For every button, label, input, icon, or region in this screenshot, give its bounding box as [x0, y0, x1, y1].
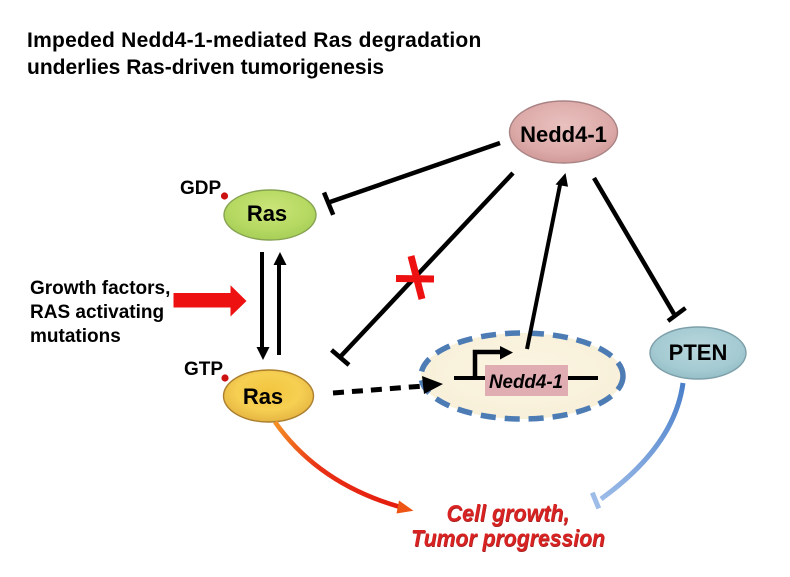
svg-text:Cell growth,: Cell growth,: [447, 500, 570, 526]
svg-text:Cell growth,: Cell growth,: [447, 501, 570, 527]
svg-text:Nedd4-1: Nedd4-1: [489, 372, 563, 393]
svg-text:Growth factors,: Growth factors,: [30, 278, 170, 299]
svg-text:underlies Ras-driven tumorigen: underlies Ras-driven tumorigenesis: [27, 56, 384, 79]
svg-text:Tumor progression: Tumor progression: [411, 525, 605, 551]
svg-text:Tumor progression: Tumor progression: [412, 526, 606, 552]
svg-text:mutations: mutations: [30, 326, 121, 347]
svg-text:GDP: GDP: [180, 178, 222, 199]
svg-text:Ras: Ras: [243, 384, 283, 409]
svg-text:Nedd4-1: Nedd4-1: [520, 122, 607, 147]
svg-text:Impeded Nedd4-1-mediated Ras d: Impeded Nedd4-1-mediated Ras degradation: [27, 29, 482, 52]
svg-text:Ras: Ras: [247, 201, 287, 226]
svg-text:GTP: GTP: [184, 359, 223, 380]
svg-text:RAS activating: RAS activating: [30, 302, 164, 323]
svg-text:PTEN: PTEN: [669, 340, 728, 365]
